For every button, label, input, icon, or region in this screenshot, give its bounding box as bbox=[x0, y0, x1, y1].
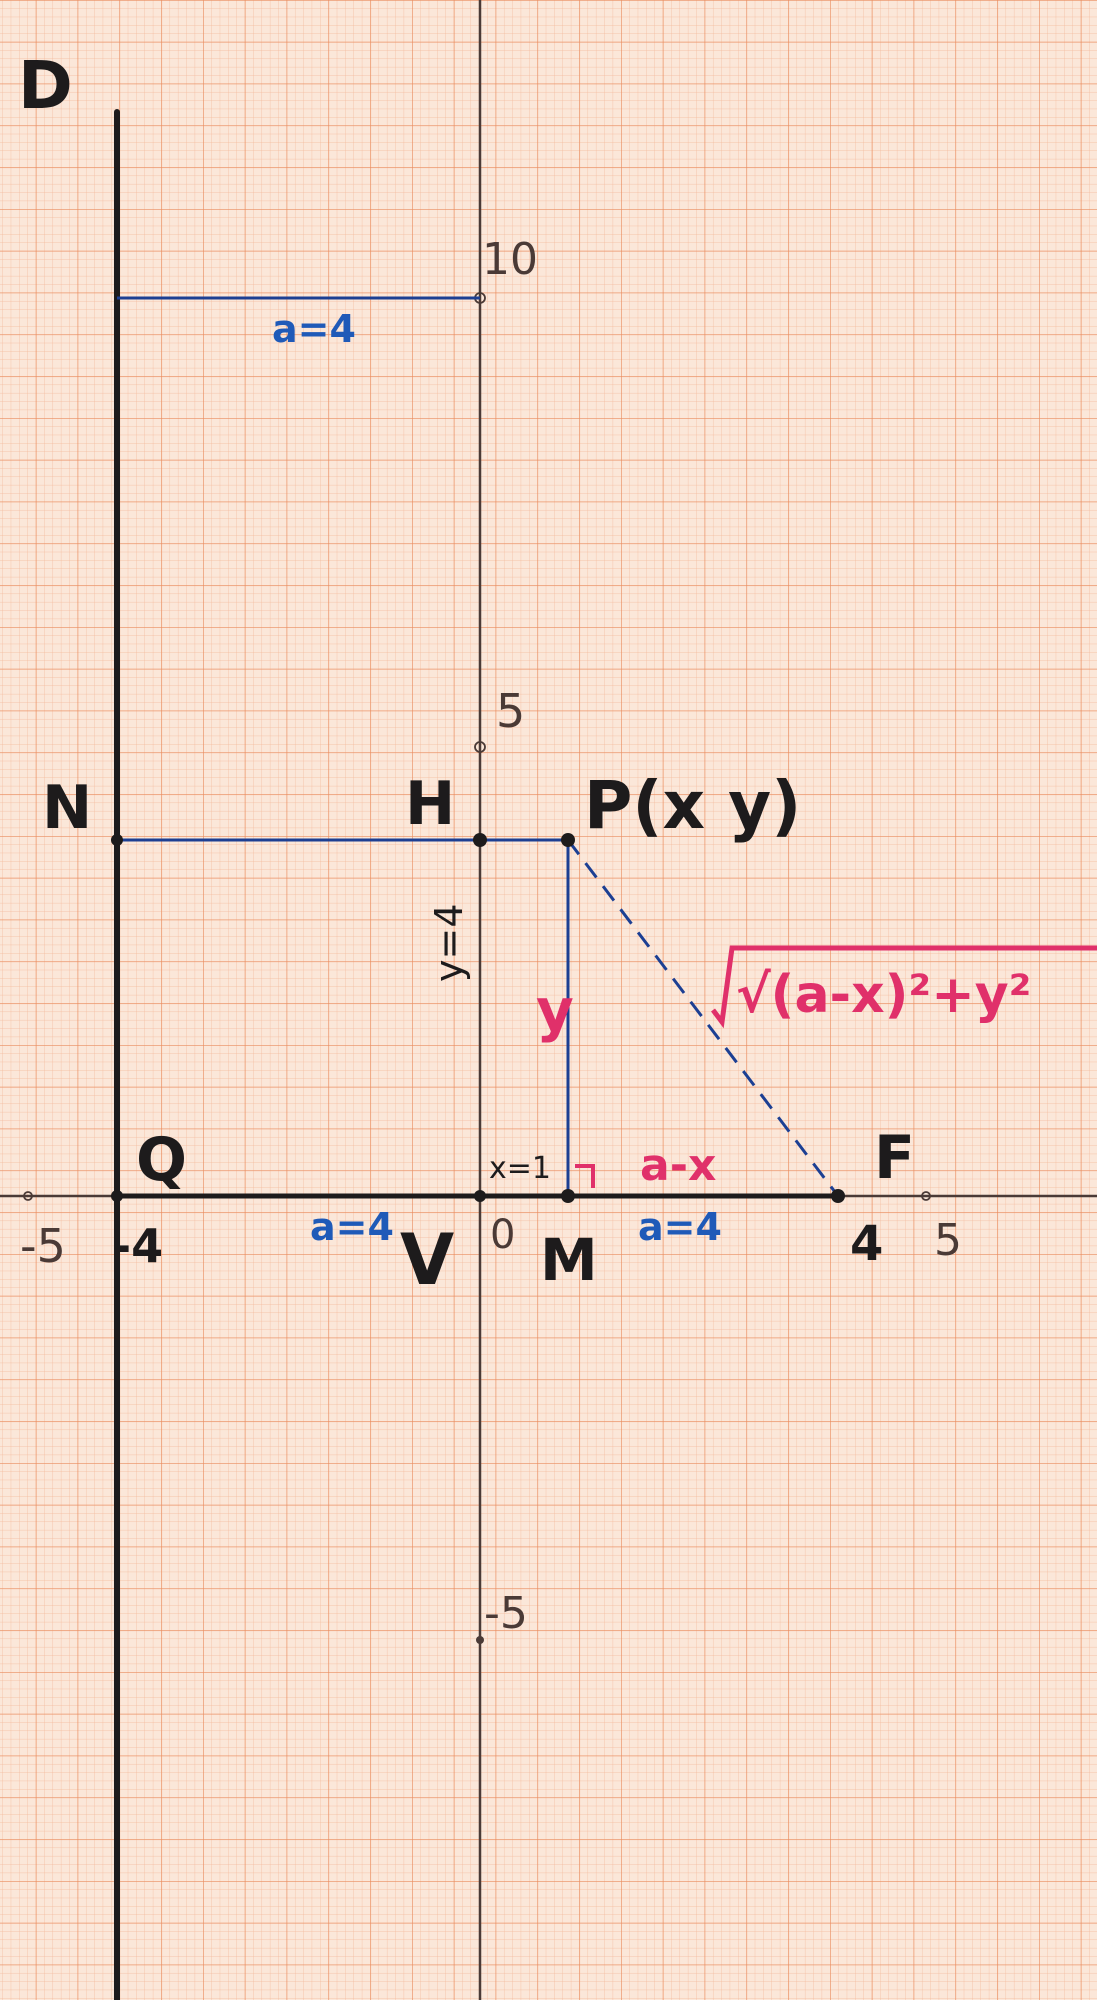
origin-label: 0 bbox=[490, 1212, 515, 1258]
point-p-label: P(x y) bbox=[584, 767, 801, 844]
y-tick-label-5: 5 bbox=[496, 684, 525, 738]
y-tick-point-5 bbox=[474, 741, 486, 753]
x-value-label: x=1 bbox=[489, 1151, 551, 1186]
leg-base-label: a-x bbox=[640, 1140, 716, 1191]
y-tick-point-neg5 bbox=[476, 1636, 484, 1644]
point-n-marker bbox=[111, 834, 123, 846]
directrix-label: D bbox=[18, 47, 73, 124]
right-angle-mark-icon bbox=[575, 1164, 595, 1188]
point-h-label: H bbox=[405, 769, 455, 839]
construction-points bbox=[111, 833, 845, 1203]
x-tick-point-neg5 bbox=[23, 1191, 33, 1201]
left-distance-label: a=4 bbox=[310, 1205, 394, 1249]
y-value-label: y=4 bbox=[427, 903, 471, 982]
y-tick-label-neg5: -5 bbox=[484, 1588, 528, 1639]
tick-labels: -5 -4 0 4 5 10 5 -5 bbox=[20, 234, 962, 1639]
point-v-marker bbox=[474, 1190, 486, 1202]
point-h-marker bbox=[473, 833, 487, 847]
x-tick-point-5 bbox=[921, 1191, 931, 1201]
point-q-label: Q bbox=[136, 1125, 187, 1195]
top-distance-label: a=4 bbox=[272, 307, 356, 351]
right-distance-label: a=4 bbox=[638, 1205, 722, 1249]
measurement-annotations: a=4 a=4 a=4 y=4 x=1 y a-x √(a-x)²+y² bbox=[272, 307, 1097, 1249]
point-p-marker bbox=[561, 833, 575, 847]
point-f-label: F bbox=[874, 1123, 915, 1193]
radical-sign-icon bbox=[711, 945, 1097, 1029]
y-tick-label-10: 10 bbox=[482, 234, 538, 285]
x-tick-label-neg4: -4 bbox=[112, 1219, 163, 1273]
x-tick-label-4: 4 bbox=[850, 1216, 883, 1272]
point-m-label: M bbox=[540, 1226, 598, 1294]
leg-y-label: y bbox=[536, 976, 574, 1044]
point-v-label: V bbox=[400, 1219, 454, 1301]
point-q-marker bbox=[111, 1190, 123, 1202]
x-tick-label-neg5: -5 bbox=[20, 1219, 66, 1273]
point-f-marker bbox=[831, 1189, 845, 1203]
point-n-label: N bbox=[42, 773, 92, 843]
hypotenuse-label: √(a-x)²+y² bbox=[736, 965, 1031, 1025]
point-labels: D N H P(x y) Q V M F bbox=[18, 47, 915, 1301]
x-tick-label-5: 5 bbox=[934, 1215, 962, 1266]
point-m-marker bbox=[561, 1189, 575, 1203]
segment-pf-dashed bbox=[566, 839, 840, 1197]
